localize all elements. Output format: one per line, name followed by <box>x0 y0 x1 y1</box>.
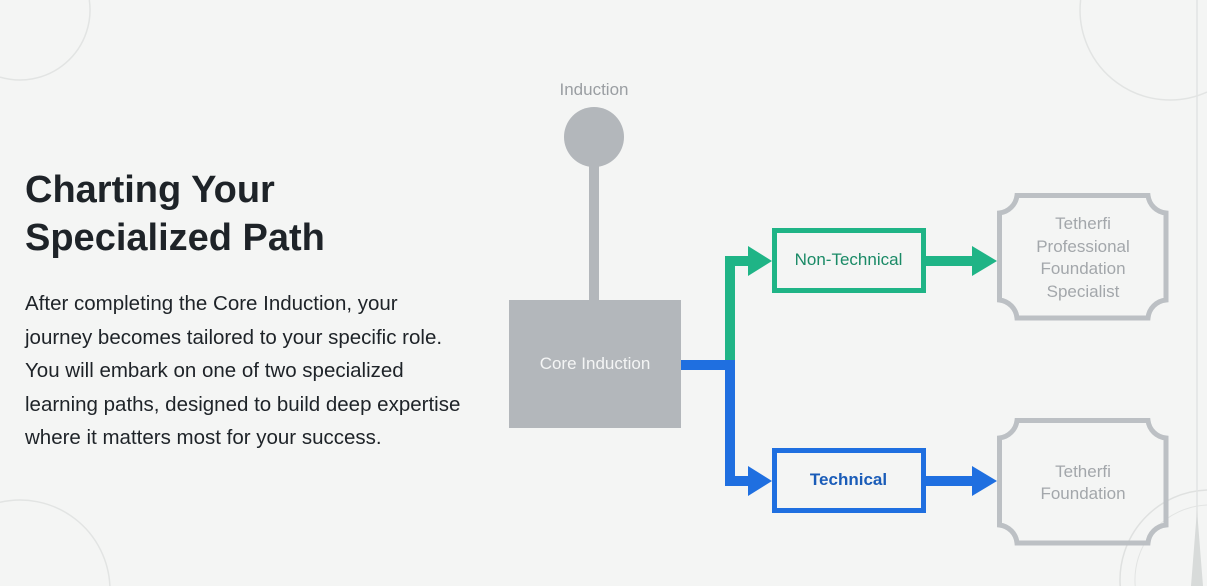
non-technical-label: Non-Technical <box>794 250 903 269</box>
core-induction-box <box>509 300 681 428</box>
foundation-outcome: Tetherfi Foundation <box>1040 461 1126 504</box>
induction-node <box>564 107 624 302</box>
certificate-frame-foundation <box>997 418 1169 546</box>
non-technical-box <box>772 228 926 293</box>
technical-box <box>772 448 926 513</box>
non-technical-outcome-arrow <box>925 246 997 276</box>
induction-label: Induction <box>559 80 629 99</box>
description: After completing the Core Induction, you… <box>25 292 461 449</box>
professional-specialist-outcome: Tetherfi Professional Foundation Special… <box>1036 214 1130 301</box>
non-technical-connector <box>725 246 772 364</box>
certificate-frame-professional <box>997 193 1169 321</box>
core-induction-label: Core Induction <box>539 354 651 373</box>
technical-label: Technical <box>809 470 888 489</box>
technical-connector <box>681 360 772 496</box>
page-title: Charting Your Specialized Path <box>25 169 325 259</box>
technical-outcome-arrow <box>925 466 997 496</box>
